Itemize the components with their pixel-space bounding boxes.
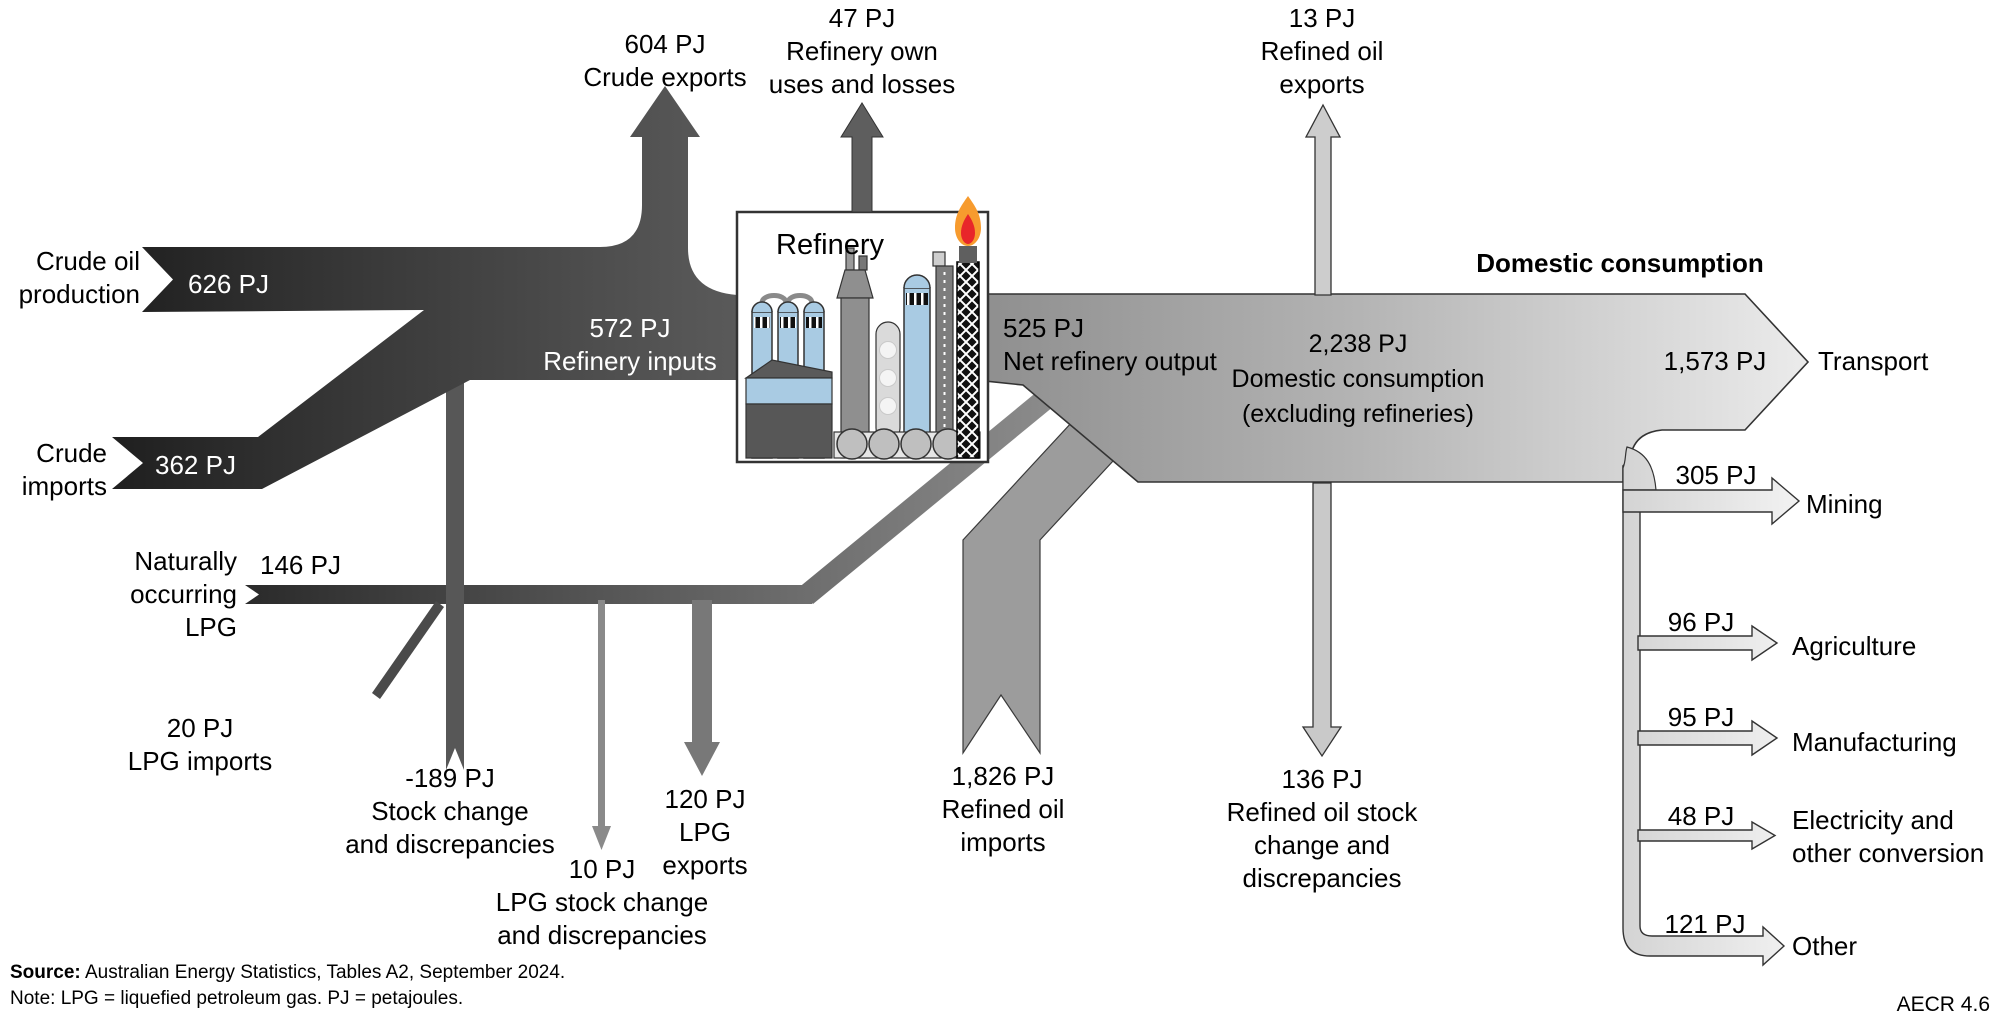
label-naturally-occurring-lpg: Naturally occurring LPG [130, 546, 237, 642]
label-mining: Mining [1806, 489, 1883, 519]
label-electricity: Electricity and other conversion [1792, 805, 1985, 868]
label-crude-imports: Crude imports [21, 438, 107, 501]
value-mining: 305 PJ [1675, 460, 1757, 490]
label-lpg-exports: 120 PJ LPG exports [662, 784, 748, 880]
flow-lpg-stock-change [592, 600, 611, 850]
label-domestic-consumption: 2,238 PJ Domestic consumption (excluding… [1231, 330, 1485, 428]
label-refinery-own-uses: 47 PJ Refinery own uses and losses [768, 3, 956, 99]
value-agriculture: 96 PJ [1667, 607, 1735, 637]
flow-stock-change [446, 378, 464, 770]
label-lpg-stock-change: 10 PJ LPG stock change and discrepancies [495, 854, 709, 950]
value-crude-production: 626 PJ [188, 269, 269, 299]
flow-manufacturing [1637, 719, 1779, 757]
label-net-refinery-output: 525 PJ Net refinery output [1003, 313, 1217, 376]
flow-refined-oil-stock-change [1301, 482, 1343, 758]
heading-domestic-consumption: Domestic consumption [1476, 248, 1764, 278]
flow-electricity [1637, 820, 1777, 851]
value-transport: 1,573 PJ [1663, 346, 1767, 376]
label-refinery-inputs: 572 PJ Refinery inputs [543, 313, 717, 376]
source-note: Source: Australian Energy Statistics, Ta… [10, 960, 565, 985]
label-refined-oil-imports: 1,826 PJ Refined oil imports [941, 761, 1065, 857]
flow-agriculture [1637, 624, 1779, 662]
value-other: 121 PJ [1664, 909, 1746, 939]
label-crude-exports: 604 PJ Crude exports [583, 29, 747, 92]
label-manufacturing: Manufacturing [1792, 727, 1957, 757]
label-refined-oil-exports: 13 PJ Refined oil exports [1260, 3, 1384, 99]
value-electricity: 48 PJ [1667, 801, 1735, 831]
label-lpg-imports: 20 PJ LPG imports [127, 713, 273, 776]
label-agriculture: Agriculture [1792, 631, 1917, 661]
source-label: Source: [10, 962, 81, 983]
note-line: Note: LPG = liquefied petroleum gas. PJ … [10, 988, 464, 1009]
flow-refinery-own-uses [840, 102, 884, 213]
flow-lpg-merge [797, 386, 1059, 604]
source-text: Australian Energy Statistics, Tables A2,… [80, 962, 566, 983]
label-refined-oil-stock-change: 136 PJ Refined oil stock change and disc… [1226, 764, 1418, 893]
label-refinery-title: Refinery [776, 229, 884, 261]
value-manufacturing: 95 PJ [1667, 702, 1735, 732]
flow-crude [112, 86, 992, 489]
label-crude-oil-production: Crude oil production [18, 246, 140, 309]
flow-refined-oil-exports [1304, 103, 1342, 296]
refinery-illustration [735, 196, 990, 464]
flow-lpg-exports [684, 600, 720, 776]
figure-code: AECR 4.6 [1896, 993, 1990, 1016]
label-stock-change: -189 PJ Stock change and discrepancies [345, 763, 555, 859]
label-transport: Transport [1818, 346, 1929, 376]
flow-mining [1622, 476, 1801, 526]
flow-refined-oil-imports [962, 407, 1164, 756]
flow-lpg-imports [372, 601, 444, 699]
label-other: Other [1792, 931, 1858, 961]
value-lpg: 146 PJ [260, 550, 341, 580]
flow-lpg [245, 585, 812, 604]
value-crude-imports: 362 PJ [155, 450, 236, 480]
flame-icon [955, 196, 981, 246]
flow-sector-spine [1622, 481, 1786, 967]
